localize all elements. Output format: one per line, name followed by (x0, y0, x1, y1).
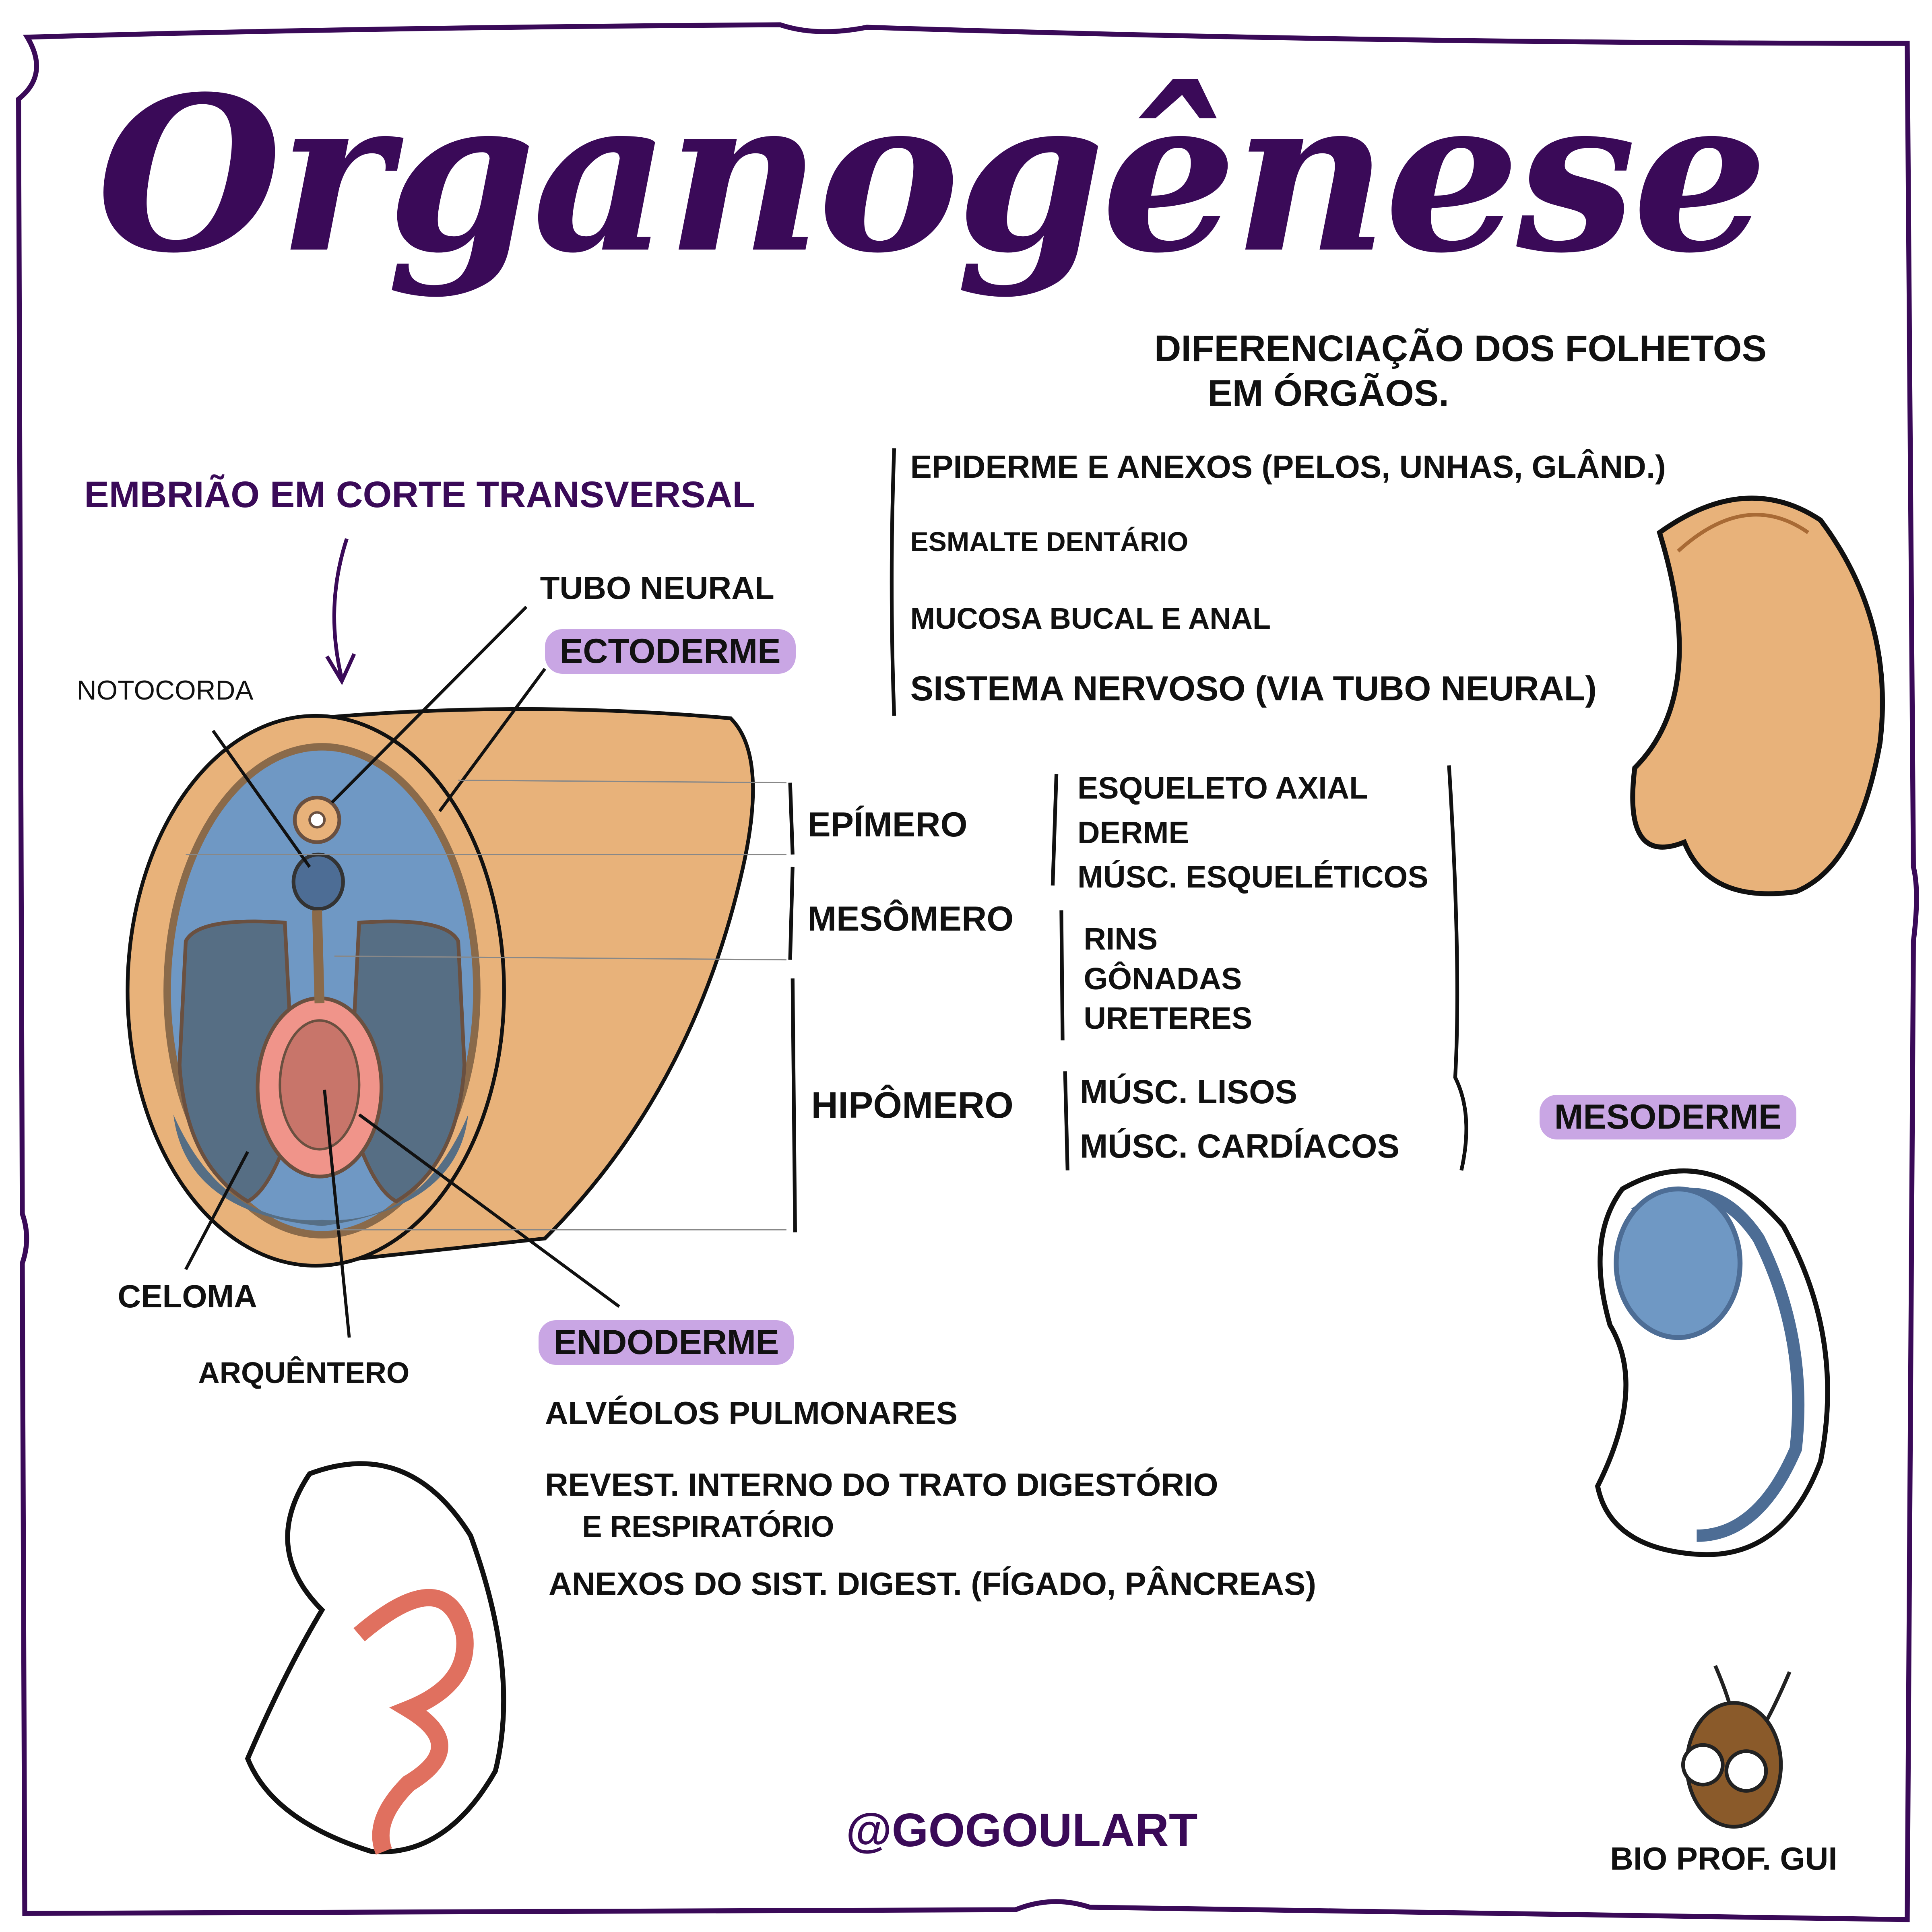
level-guides (186, 779, 786, 1230)
label-notocorda: Notocorda (76, 675, 254, 706)
list-item: Sistema nervoso (via tubo neural) (910, 669, 1597, 708)
list-item: Músc. lisos (1080, 1073, 1298, 1110)
section-label: Embrião em corte transversal (84, 473, 755, 516)
group-mesomero: Mesômero (807, 899, 1014, 938)
list-item: Derme (1077, 815, 1189, 850)
list-item: Revest. interno do trato digestório (545, 1467, 1218, 1503)
list-item: Músc. cardíacos (1080, 1127, 1399, 1165)
author-handle: @gogoulart (846, 1804, 1198, 1857)
group-hipomero: Hipômero (811, 1084, 1013, 1126)
label-celoma: Celoma (118, 1278, 257, 1315)
subtitle-line1: Diferenciação dos folhetos (1154, 327, 1767, 369)
ectoderme-badge: Ectoderme (545, 629, 796, 674)
list-item: Rins (1084, 922, 1158, 957)
embryo-cross-section (126, 707, 755, 1268)
list-item: Alvéolos pulmonares (545, 1395, 958, 1431)
mesoderm-embryo (1595, 1168, 1830, 1557)
list-item: Músc. esqueléticos (1077, 860, 1428, 895)
dog-logo (1681, 1665, 1792, 1829)
label-arquentero: Arquêntero (198, 1356, 410, 1390)
endoderme-badge: Endoderme (539, 1320, 794, 1365)
list-item: Anexos do sist. digest. (fígado, pâncrea… (549, 1566, 1316, 1602)
signature: Bio Prof. Gui (1610, 1841, 1837, 1877)
label-tubo-neural: Tubo neural (540, 570, 774, 606)
group-epimero: Epímero (807, 805, 968, 844)
endoderm-embryo (245, 1461, 506, 1855)
list-item: Esqueleto axial (1077, 770, 1368, 805)
list-item: Ureteres (1084, 1001, 1253, 1036)
page-border (16, 22, 1919, 1922)
down-arrow-icon (325, 538, 356, 685)
list-item: Esmalte dentário (910, 526, 1189, 557)
brackets (788, 448, 1468, 1232)
list-item: Gônadas (1084, 961, 1242, 996)
mesoderme-badge: Mesoderme (1539, 1095, 1797, 1140)
list-item: e respiratório (582, 1509, 834, 1543)
list-item: Epiderme e anexos (pelos, unhas, glând.) (910, 448, 1666, 485)
page-title: Organogênese (97, 50, 1768, 300)
subtitle-line2: em órgãos. (1208, 372, 1449, 414)
ectoderm-embryo (1630, 495, 1885, 896)
leader-lines (184, 605, 620, 1338)
list-item: Mucosa bucal e anal (910, 602, 1271, 636)
